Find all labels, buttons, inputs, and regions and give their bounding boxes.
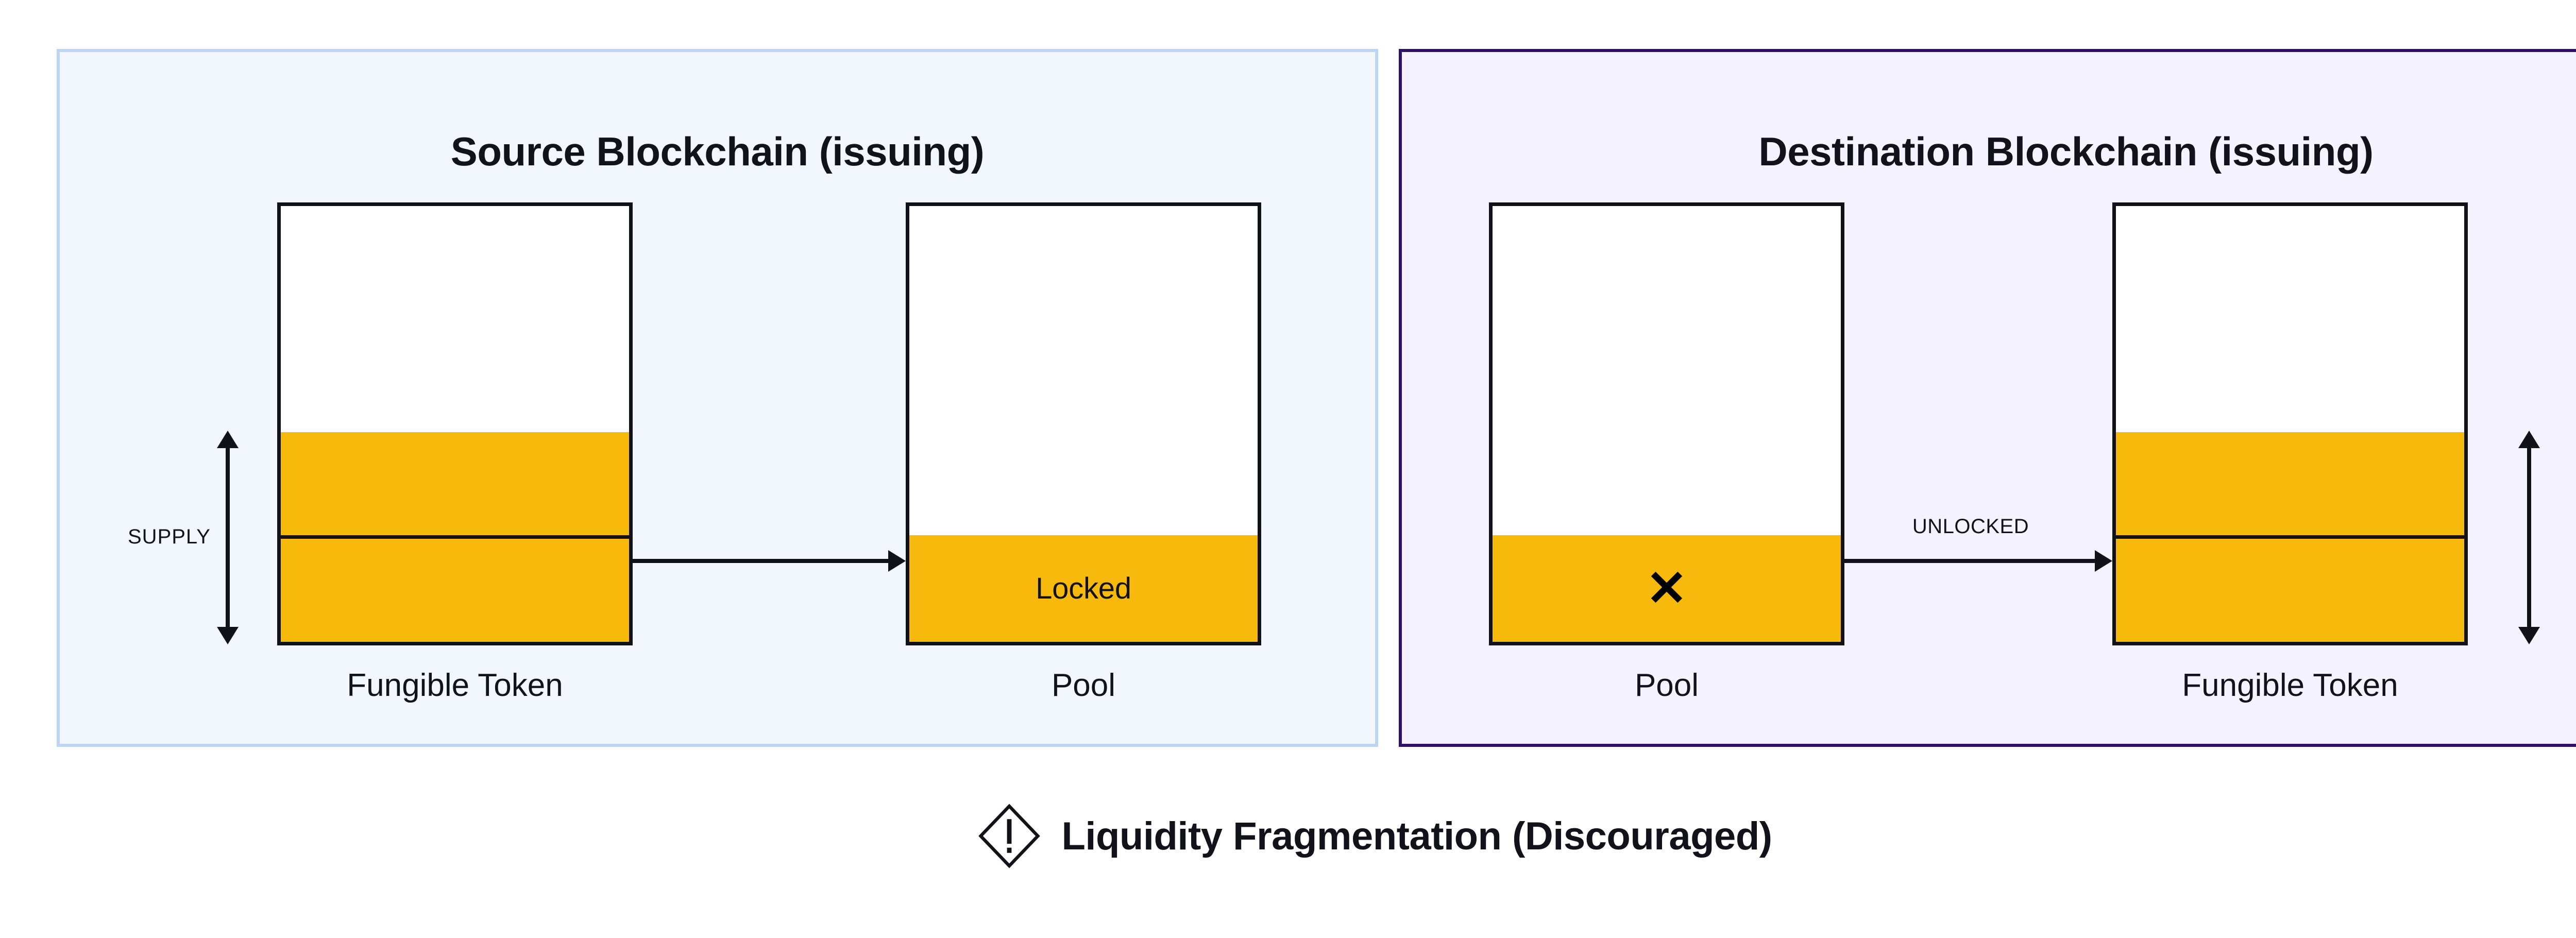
- supply-measure-arrow-source: [217, 431, 239, 644]
- bar-caption-destination-pool: Pool: [1634, 668, 1699, 703]
- bar-source-fungible-token: [277, 202, 633, 645]
- supply-label-source: SUPPLY: [128, 525, 211, 548]
- bar-destination-pool: ✕: [1489, 202, 1844, 645]
- bar-caption-source-fungible-token: Fungible Token: [347, 668, 563, 703]
- bar-segment-destination-token-lower: [2116, 535, 2464, 642]
- bar-segment-destination-token-upper: [2116, 432, 2464, 535]
- bar-segment-source-token-upper: [281, 432, 629, 535]
- transfer-label-unlocked: UNLOCKED: [1912, 515, 2029, 538]
- supply-measure-arrow-destination: [2518, 431, 2540, 644]
- cross-mark-icon: ✕: [1646, 560, 1688, 616]
- bar-caption-source-pool: Pool: [1051, 668, 1116, 703]
- transfer-arrow-source-to-pool: [633, 550, 906, 572]
- bar-source-pool: Locked: [906, 202, 1261, 645]
- bar-segment-destination-pool: ✕: [1493, 535, 1841, 642]
- bar-caption-destination-fungible-token: Fungible Token: [2182, 668, 2398, 703]
- bar-segment-source-token-lower: [281, 535, 629, 642]
- warning-diamond-icon: [977, 804, 1042, 868]
- footer-text: Liquidity Fragmentation (Discouraged): [1061, 814, 1772, 858]
- bar-segment-label-locked: Locked: [1036, 572, 1131, 605]
- transfer-arrow-pool-to-token: [1844, 550, 2112, 572]
- panel-destination-title: Destination Blockchain (issuing): [1758, 129, 2374, 174]
- bar-segment-source-pool-locked: Locked: [909, 535, 1258, 642]
- bar-destination-fungible-token: [2112, 202, 2468, 645]
- panel-source-title: Source Blockchain (issuing): [450, 129, 985, 174]
- footer-caption: Liquidity Fragmentation (Discouraged): [0, 804, 2576, 868]
